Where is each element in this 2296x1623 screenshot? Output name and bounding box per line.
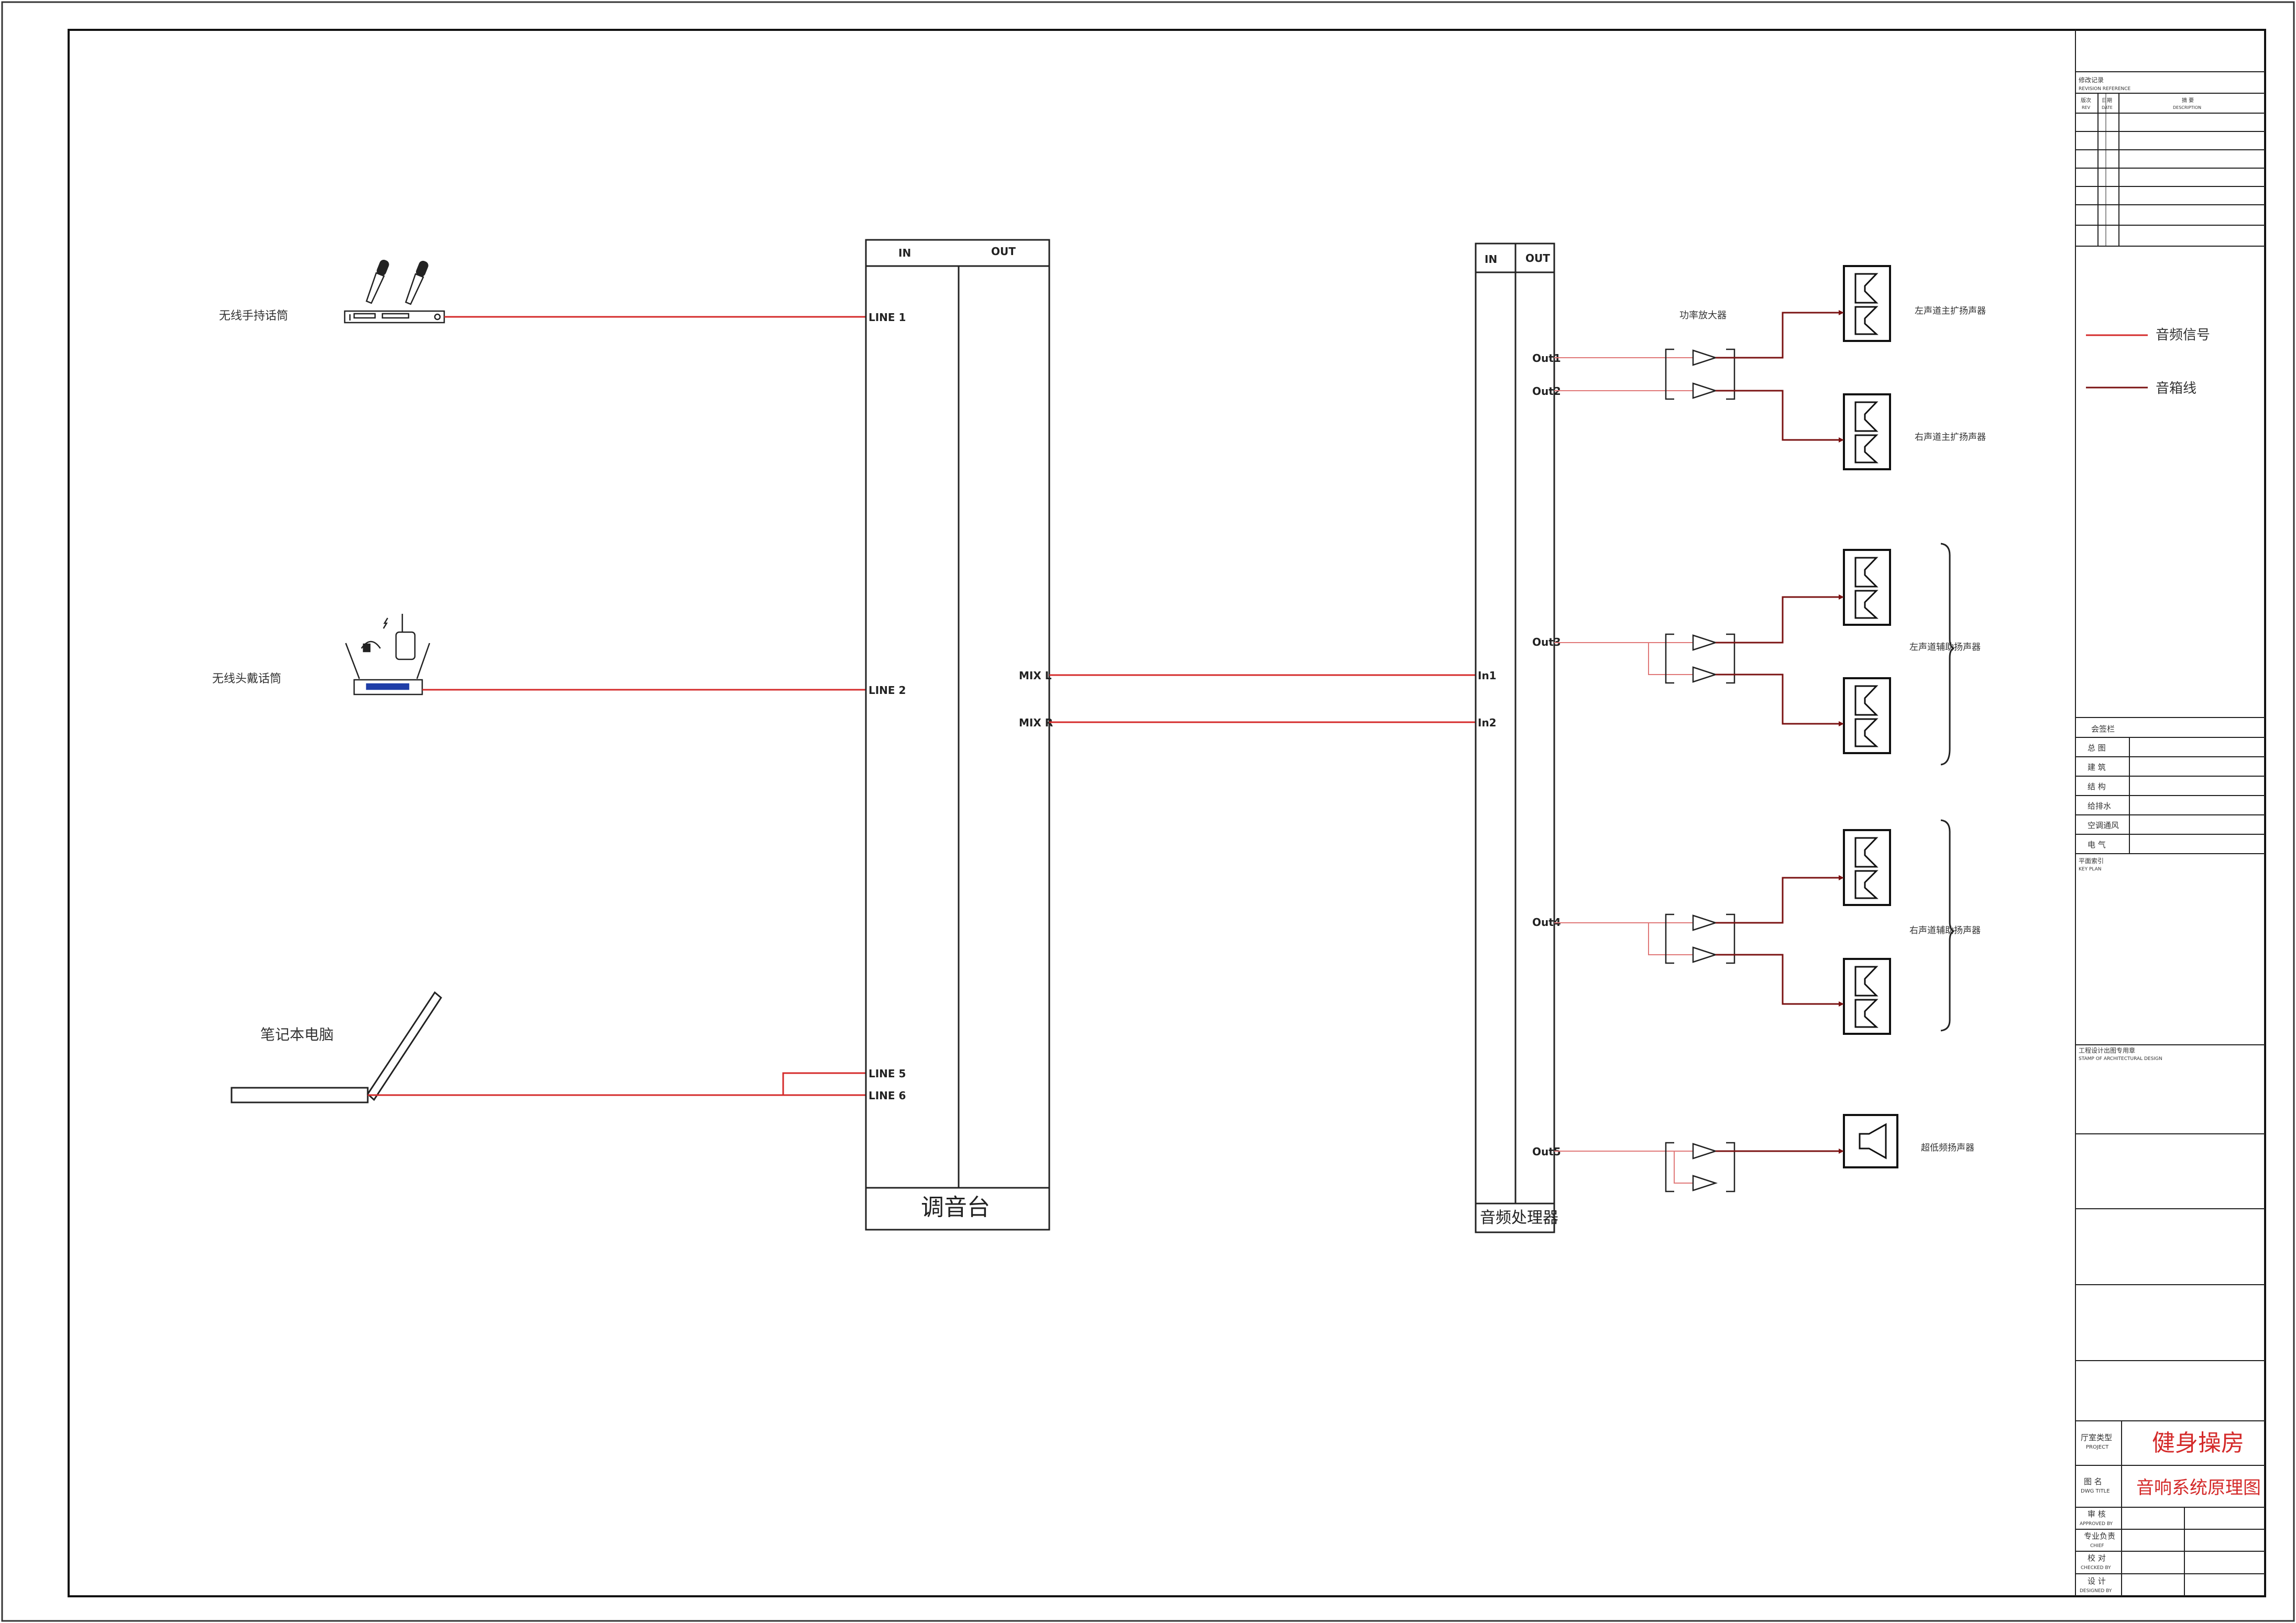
keyplan-en: KEY PLAN <box>2079 867 2101 872</box>
mixer-line2-label: LINE 2 <box>869 684 906 697</box>
speaker-icon <box>1843 958 1891 1035</box>
legend-cable-label: 音箱线 <box>2156 381 2196 396</box>
revision-title-cn: 修改记录 <box>2079 76 2104 84</box>
revision-title-en: REVISION REFERENCE <box>2079 86 2131 92</box>
date-col-en: DATE <box>2102 105 2113 110</box>
sign-row-3: 给排水 <box>2088 801 2111 811</box>
mixer-header-out: OUT <box>991 245 1016 258</box>
rev-col-en: REV <box>2082 105 2091 110</box>
subwoofer-icon <box>1843 1114 1898 1168</box>
legend-audio-label: 音频信号 <box>2156 327 2210 343</box>
processor-header-in: IN <box>1485 253 1497 266</box>
speaker-group-braces <box>1940 543 1954 1032</box>
amplifier-triangle-icon <box>1692 382 1718 399</box>
drawing-label-en: DWG TITLE <box>2081 1488 2110 1494</box>
speaker-icon <box>1843 265 1891 342</box>
mixer-box <box>865 239 1050 1231</box>
mixer-mixl-label: MIX L <box>1019 669 1052 682</box>
right-main-speaker-label: 右声道主扩扬声器 <box>1915 432 1986 443</box>
mix-output-lines <box>1049 674 1476 723</box>
date-col-cn: 日期 <box>2102 97 2112 104</box>
project-label-cn: 厅室类型 <box>2081 1433 2112 1442</box>
amplifier-triangle-icon <box>1692 914 1718 931</box>
amplifier-triangle-icon <box>1692 666 1718 683</box>
wireless-handheld-receiver-icon <box>344 259 445 324</box>
processor-box <box>1475 242 1555 1233</box>
speaker-icon <box>1843 393 1891 470</box>
amplifier-group-4 <box>1554 1142 1839 1193</box>
chief-en: CHIEF <box>2090 1543 2104 1549</box>
mixer-line5-label: LINE 5 <box>869 1067 906 1080</box>
source-signal-lines <box>368 316 866 1096</box>
sign-row-0: 总 图 <box>2088 743 2106 753</box>
processor-header-out: OUT <box>1525 252 1550 264</box>
speaker-icon <box>1843 829 1891 906</box>
drawing-label-cn: 图 名 <box>2084 1477 2102 1486</box>
amplifier-triangle-icon <box>1692 1175 1718 1191</box>
processor-in2-label: In2 <box>1478 716 1497 729</box>
left-main-speaker-label: 左声道主扩扬声器 <box>1915 306 1986 316</box>
desc-col-en: DESCRIPTION <box>2173 105 2201 110</box>
wireless-headset-receiver-icon <box>345 614 431 695</box>
stamp-cn: 工程设计出图专用章 <box>2079 1046 2135 1054</box>
amplifier-group-1 <box>1554 312 1839 441</box>
processor-in1-label: In1 <box>1478 669 1497 682</box>
amplifier-group-2 <box>1554 596 1839 725</box>
checked-en: CHECKED BY <box>2081 1565 2111 1571</box>
amplifier-group-3 <box>1554 877 1839 1005</box>
project-name: 健身操房 <box>2152 1430 2244 1456</box>
project-label-en: PROJECT <box>2086 1444 2109 1450</box>
chief-cn: 专业负责 <box>2084 1531 2115 1541</box>
left-aux-speaker-label: 左声道辅助扬声器 <box>1909 642 1981 653</box>
sign-row-2: 结 构 <box>2088 782 2106 791</box>
approved-en: APPROVED BY <box>2080 1521 2113 1527</box>
amplifier-triangle-icon <box>1692 349 1718 366</box>
checked-cn: 校 对 <box>2088 1553 2106 1563</box>
mixer-name: 调音台 <box>921 1194 990 1221</box>
approved-cn: 审 核 <box>2088 1509 2106 1519</box>
speaker-icon <box>1843 677 1891 754</box>
wireless-headset-label: 无线头戴话筒 <box>212 672 281 686</box>
designed-cn: 设 计 <box>2088 1576 2106 1586</box>
drawing-border <box>68 29 2266 1597</box>
desc-col-cn: 摘 要 <box>2182 97 2194 104</box>
keyplan-cn: 平面索引 <box>2079 857 2104 865</box>
mixer-mixr-label: MIX R <box>1019 716 1053 729</box>
speaker-arrowheads <box>1839 310 1844 1154</box>
speaker-icon <box>1843 549 1891 626</box>
wireless-handheld-label: 无线手持话筒 <box>219 310 288 323</box>
sign-title: 会签栏 <box>2091 724 2115 734</box>
right-aux-speaker-label: 右声道辅助扬声器 <box>1909 925 1981 936</box>
sign-row-1: 建 筑 <box>2088 763 2106 772</box>
mixer-line1-label: LINE 1 <box>869 311 906 324</box>
sign-row-4: 空调通风 <box>2088 821 2119 830</box>
mixer-line6-label: LINE 6 <box>869 1089 906 1102</box>
stamp-en: STAMP OF ARCHITECTURAL DESIGN <box>2079 1056 2162 1062</box>
designed-en: DESIGNED BY <box>2080 1588 2112 1594</box>
power-amplifier-label: 功率放大器 <box>1679 310 1727 321</box>
amplifier-triangle-icon <box>1692 634 1718 651</box>
subwoofer-label: 超低频扬声器 <box>1921 1143 1974 1153</box>
laptop-icon <box>230 991 442 1103</box>
amplifier-triangle-icon <box>1692 1143 1718 1160</box>
laptop-label: 笔记本电脑 <box>260 1026 334 1043</box>
drawing-title: 音响系统原理图 <box>2136 1477 2261 1498</box>
amplifier-triangle-icon <box>1692 946 1718 963</box>
rev-col-cn: 版次 <box>2081 97 2091 104</box>
sign-row-5: 电 气 <box>2088 840 2106 849</box>
mixer-header-in: IN <box>898 247 911 259</box>
title-block <box>2075 30 2265 1596</box>
processor-name: 音频处理器 <box>1480 1209 1558 1227</box>
